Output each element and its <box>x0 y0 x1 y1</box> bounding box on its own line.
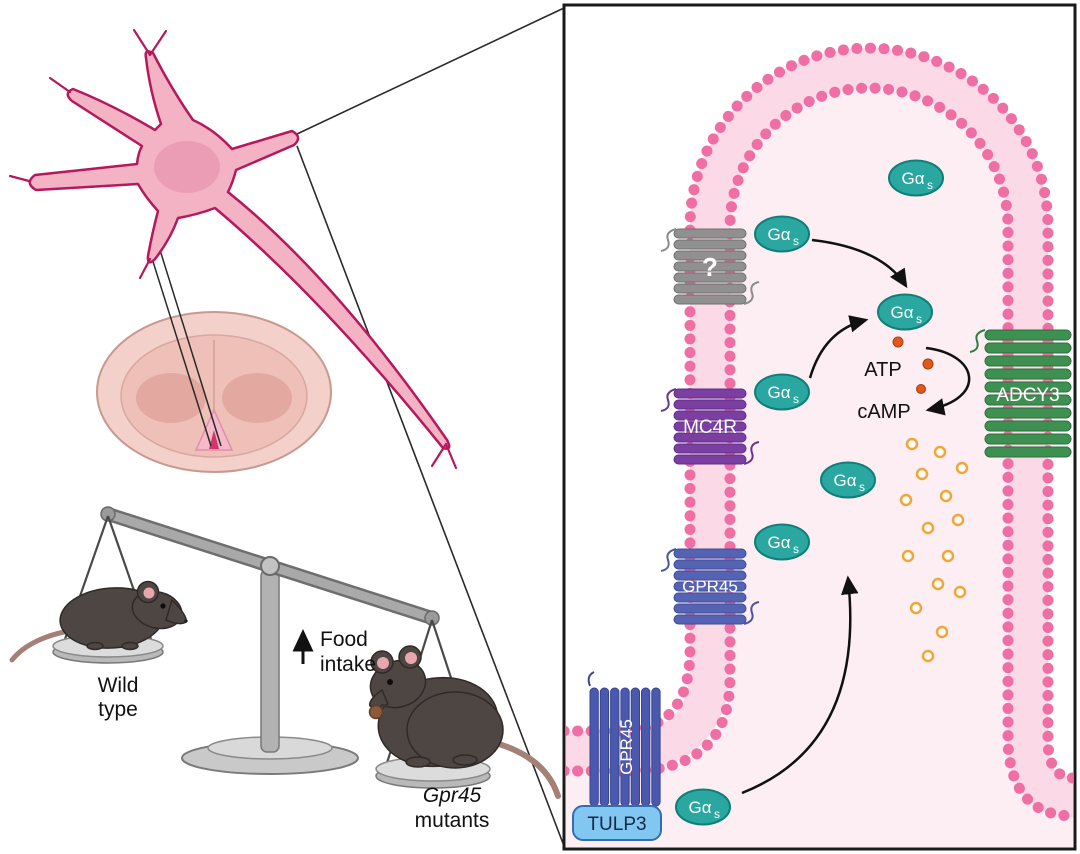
mc4r-label: MC4R <box>683 417 737 438</box>
signaling-arrows <box>741 238 971 795</box>
svg-text:s: s <box>859 480 865 494</box>
arrow-base-to-cilium <box>741 575 859 795</box>
zoom-lines <box>296 7 565 847</box>
svg-text:s: s <box>916 312 922 326</box>
atp-label: ATP <box>864 359 901 381</box>
mutant-gene-label: Gpr45 <box>423 784 482 807</box>
svg-text:s: s <box>793 542 799 556</box>
svg-text:Gα: Gα <box>767 533 790 552</box>
camp-label: cAMP <box>857 401 910 423</box>
left-labels: Wild type Food intake Gpr45 mutants <box>98 628 490 832</box>
mc4r-receptor: MC4R <box>660 388 760 465</box>
unknown-receptor: ? <box>660 228 760 305</box>
tulp3-protein: TULP3 <box>572 805 662 841</box>
brain-section <box>96 311 332 473</box>
gas-protein-free-top: Gα s <box>888 159 944 197</box>
cilium-panel-border <box>562 3 1077 851</box>
brain-pointer-lines <box>149 249 222 447</box>
cilium-interior <box>566 88 1073 847</box>
mouse-eye <box>387 679 393 685</box>
brain-nucleus-left <box>136 373 206 423</box>
gpr45-receptor: GPR45 <box>660 548 760 625</box>
gas-protein-central: Gα s <box>877 293 933 331</box>
mutant-mouse <box>368 645 561 799</box>
gpr45-base-receptor: GPR45 <box>587 671 661 807</box>
scale-pivot <box>260 556 280 576</box>
svg-text:Gα: Gα <box>767 225 790 244</box>
tulp3-label: TULP3 <box>587 814 646 835</box>
camp-molecules <box>899 437 969 663</box>
gas-proteins: Gα s Gα s Gα s Gα s Gα s <box>675 159 944 826</box>
mouse-tail <box>9 629 67 663</box>
arrow-mc4r-to-gas <box>808 315 869 379</box>
neuron-body <box>28 50 451 450</box>
brain-nucleus-right <box>222 373 292 423</box>
svg-text:Gα: Gα <box>890 303 913 322</box>
unknown-receptor-label: ? <box>702 252 718 282</box>
mouse-tail <box>489 739 561 799</box>
neuron-nucleus <box>154 141 220 193</box>
adcy3-label: ADCY3 <box>996 385 1059 406</box>
food-pellet <box>368 704 384 720</box>
gas-protein-free-mid: Gα s <box>820 461 876 499</box>
svg-text:Gα: Gα <box>688 798 711 817</box>
scale-pillar <box>260 569 280 753</box>
gpr45-base-label: GPR45 <box>617 719 636 775</box>
gas-protein-base: Gα s <box>675 788 731 826</box>
gas-protein-unknown: Gα s <box>754 215 810 253</box>
svg-text:Gα: Gα <box>833 471 856 490</box>
hypothalamus-target <box>209 430 219 449</box>
cilium-panel-content: ? MC4R <box>566 42 1073 847</box>
food-intake-label-line1: Food <box>320 628 368 651</box>
wild-type-label-line1: Wild <box>98 674 139 697</box>
wild-type-label-line2: type <box>98 698 138 721</box>
arrow-atp-to-camp <box>925 346 971 416</box>
neuron-branches <box>8 28 458 470</box>
svg-text:s: s <box>927 178 933 192</box>
atp-molecules <box>892 336 934 394</box>
gas-protein-gpr45: Gα s <box>754 523 810 561</box>
food-intake-label-line2: intake <box>320 653 376 676</box>
gas-protein-mc4r: Gα s <box>754 373 810 411</box>
svg-text:s: s <box>793 234 799 248</box>
gpr45-label: GPR45 <box>682 577 738 596</box>
svg-text:s: s <box>793 392 799 406</box>
adcy3-enzyme: ADCY3 <box>969 329 1072 458</box>
membrane-outer-beads <box>566 42 1073 784</box>
svg-text:Gα: Gα <box>767 383 790 402</box>
svg-text:s: s <box>714 807 720 821</box>
mouse-eye <box>160 603 166 609</box>
mutant-label: mutants <box>415 809 490 832</box>
svg-text:Gα: Gα <box>901 169 924 188</box>
arrow-unknown-to-gas <box>811 238 908 289</box>
membrane-band <box>566 48 1073 817</box>
wild-type-mouse <box>9 580 188 663</box>
neuron <box>8 28 458 470</box>
membrane-inner-beads <box>566 82 1073 822</box>
